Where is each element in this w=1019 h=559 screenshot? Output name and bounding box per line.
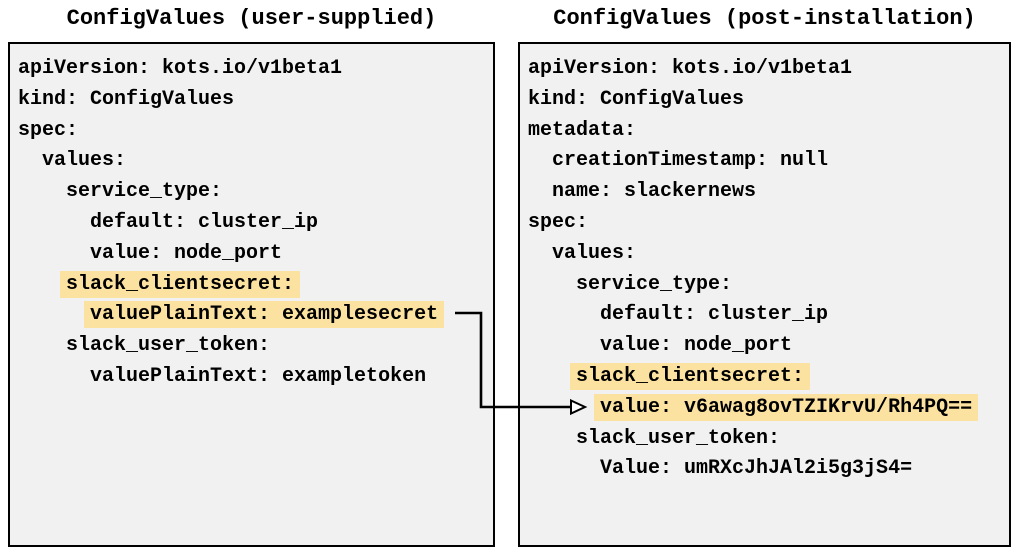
- yaml-indent: [528, 273, 576, 296]
- yaml-line: spec:: [18, 116, 487, 147]
- yaml-text: value: node_port: [90, 241, 283, 265]
- config-box-post-installation: apiVersion: kots.io/v1beta1 kind: Config…: [518, 42, 1011, 547]
- yaml-line: value: node_port: [528, 331, 1003, 362]
- yaml-indent: [18, 334, 66, 357]
- yaml-line: valuePlainText: exampletoken: [18, 362, 487, 393]
- yaml-text-highlight: valuePlainText: examplesecret: [84, 301, 445, 329]
- yaml-text: metadata:: [528, 118, 637, 142]
- yaml-text: values:: [42, 149, 127, 173]
- yaml-indent: [528, 396, 600, 419]
- yaml-text: apiVersion: kots.io/v1beta1: [528, 57, 853, 80]
- yaml-indent: [528, 457, 600, 480]
- yaml-text: slack_user_token:: [66, 334, 271, 358]
- yaml-line: slack_user_token:: [528, 424, 1003, 455]
- yaml-text: value: node_port: [600, 334, 793, 358]
- yaml-text: apiVersion: kots.io/v1beta1: [18, 57, 343, 80]
- yaml-line: name: slackernews: [528, 177, 1003, 208]
- yaml-indent: [18, 180, 66, 203]
- yaml-indent: [18, 273, 66, 296]
- yaml-text: Value: umRXcJhJAl2i5g3jS4=: [600, 457, 913, 481]
- yaml-line: Value: umRXcJhJAl2i5g3jS4=: [528, 454, 1003, 485]
- yaml-line: value: node_port: [18, 239, 487, 270]
- yaml-line: service_type:: [18, 177, 487, 208]
- yaml-text-highlight: slack_clientsecret:: [570, 362, 811, 390]
- yaml-text: spec:: [528, 210, 589, 234]
- yaml-line: apiVersion: kots.io/v1beta1: [18, 54, 487, 85]
- yaml-line: metadata:: [528, 116, 1003, 147]
- yaml-line: default: cluster_ip: [528, 300, 1003, 331]
- yaml-line: kind: ConfigValues: [18, 85, 487, 116]
- yaml-indent: [528, 303, 600, 326]
- yaml-line: service_type:: [528, 270, 1003, 301]
- yaml-line-highlighted: value: v6awag8ovTZIKrvU/Rh4PQ==: [528, 393, 1003, 424]
- right-box-title: ConfigValues (post-installation): [553, 6, 976, 31]
- yaml-text: slack_user_token:: [576, 426, 781, 450]
- yaml-line-highlighted: slack_clientsecret:: [18, 270, 487, 301]
- yaml-text: creationTimestamp: null: [552, 149, 829, 173]
- yaml-text: name: slackernews: [552, 180, 757, 204]
- yaml-indent: [18, 211, 90, 234]
- yaml-indent: [18, 242, 90, 265]
- yaml-indent: [528, 427, 576, 450]
- yaml-text: default: cluster_ip: [90, 210, 319, 234]
- yaml-indent: [18, 365, 90, 388]
- yaml-indent: [528, 365, 576, 388]
- yaml-line: values:: [18, 146, 487, 177]
- yaml-indent: [528, 149, 552, 172]
- yaml-line-highlighted: valuePlainText: examplesecret: [18, 300, 487, 331]
- yaml-line: slack_user_token:: [18, 331, 487, 362]
- yaml-text-highlight: value: v6awag8ovTZIKrvU/Rh4PQ==: [594, 393, 979, 421]
- left-box-title: ConfigValues (user-supplied): [66, 6, 437, 31]
- yaml-line: apiVersion: kots.io/v1beta1: [528, 54, 1003, 85]
- config-box-user-supplied: apiVersion: kots.io/v1beta1 kind: Config…: [8, 42, 495, 547]
- yaml-text: valuePlainText: exampletoken: [90, 364, 427, 388]
- yaml-text: spec:: [18, 118, 79, 142]
- yaml-line: kind: ConfigValues: [528, 85, 1003, 116]
- yaml-indent: [528, 334, 600, 357]
- yaml-text: default: cluster_ip: [600, 303, 829, 327]
- yaml-line: values:: [528, 239, 1003, 270]
- yaml-text: service_type:: [66, 180, 223, 204]
- yaml-line: creationTimestamp: null: [528, 146, 1003, 177]
- yaml-line: default: cluster_ip: [18, 208, 487, 239]
- yaml-text: values:: [552, 241, 637, 265]
- yaml-text: service_type:: [576, 272, 733, 296]
- yaml-indent: [528, 180, 552, 203]
- yaml-line-highlighted: slack_clientsecret:: [528, 362, 1003, 393]
- yaml-text: kind: ConfigValues: [528, 87, 745, 111]
- yaml-indent: [18, 149, 42, 172]
- yaml-text: kind: ConfigValues: [18, 87, 235, 111]
- yaml-indent: [528, 242, 552, 265]
- yaml-line: spec:: [528, 208, 1003, 239]
- yaml-text-highlight: slack_clientsecret:: [60, 270, 301, 298]
- yaml-indent: [18, 303, 90, 326]
